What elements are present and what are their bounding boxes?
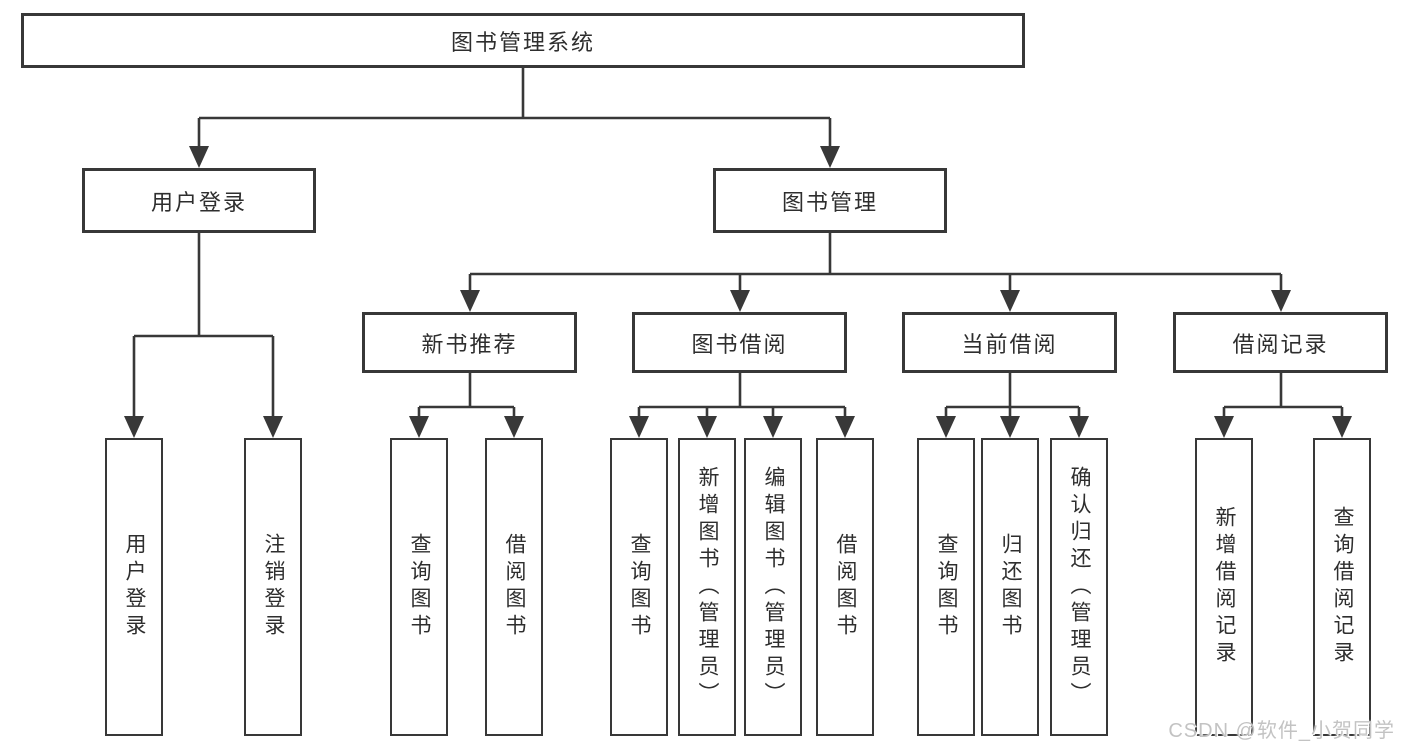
node-borrowing-records: 借阅记录 [1173,312,1388,373]
leaf-confirm-return-admin: 确认归还（管理员） [1050,438,1108,736]
leaf-logout-login-label: 注销登录 [262,533,285,641]
node-current-borrowing: 当前借阅 [902,312,1117,373]
leaf-user-login-label: 用户登录 [123,533,146,641]
watermark: CSDN @软件_小贺同学 [1168,720,1395,742]
leaf-query-books-borrow: 查询图书 [610,438,668,736]
leaf-borrow-books: 借阅图书 [816,438,874,736]
leaf-query-borrow-record: 查询借阅记录 [1313,438,1371,736]
leaf-add-borrow-record: 新增借阅记录 [1195,438,1253,736]
leaf-add-books-admin-label: 新增图书（管理员） [696,465,719,709]
leaf-add-borrow-record-label: 新增借阅记录 [1213,506,1236,668]
node-book-management: 图书管理 [713,168,947,233]
node-book-borrowing: 图书借阅 [632,312,847,373]
leaf-logout-login: 注销登录 [244,438,302,736]
leaf-confirm-return-admin-label: 确认归还（管理员） [1068,465,1091,709]
leaf-query-books-current-label: 查询图书 [935,533,958,641]
node-new-book-recommendation: 新书推荐 [362,312,577,373]
leaf-query-books-recommend-label: 查询图书 [408,533,431,641]
leaf-query-borrow-record-label: 查询借阅记录 [1331,506,1354,668]
leaf-return-books: 归还图书 [981,438,1039,736]
leaf-query-books-current: 查询图书 [917,438,975,736]
leaf-borrow-books-recommend: 借阅图书 [485,438,543,736]
leaf-return-books-label: 归还图书 [999,533,1022,641]
node-root: 图书管理系统 [21,13,1025,68]
leaf-borrow-books-recommend-label: 借阅图书 [503,533,526,641]
leaf-edit-books-admin-label: 编辑图书（管理员） [762,465,785,709]
node-user-login: 用户登录 [82,168,316,233]
leaf-query-books-borrow-label: 查询图书 [628,533,651,641]
leaf-user-login: 用户登录 [105,438,163,736]
leaf-edit-books-admin: 编辑图书（管理员） [744,438,802,736]
leaf-borrow-books-label: 借阅图书 [834,533,857,641]
leaf-query-books-recommend: 查询图书 [390,438,448,736]
leaf-add-books-admin: 新增图书（管理员） [678,438,736,736]
